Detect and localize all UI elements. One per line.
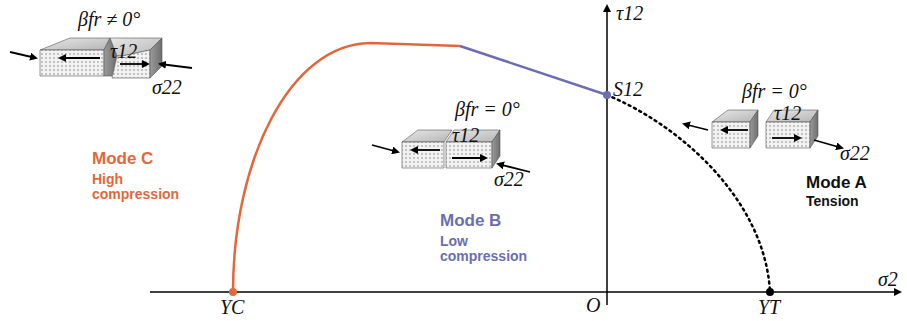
yc-point — [229, 288, 237, 296]
point-label: S12 — [613, 78, 643, 100]
sigma-axis — [150, 291, 900, 293]
mode-b-line — [460, 46, 607, 95]
mode-title: Mode A — [806, 174, 867, 193]
mode-title: Mode B — [440, 212, 501, 231]
mode-c-curve — [233, 43, 460, 292]
mode-description: High compression — [92, 172, 192, 203]
angle-label: βfr ≠ 0° — [78, 8, 140, 30]
mode-description: Tension — [806, 194, 896, 209]
stress-label: τ12 — [774, 102, 801, 124]
mode-title: Mode C — [92, 150, 153, 169]
stress-label: σ22 — [494, 168, 524, 190]
s12-point — [603, 91, 611, 99]
axis-label: τ12 — [616, 2, 643, 24]
stress-label: σ22 — [840, 142, 870, 164]
mode-b-specimen — [372, 130, 530, 172]
angle-label: βfr = 0° — [742, 80, 807, 102]
tau-axis — [606, 6, 608, 305]
point-label: YT — [758, 296, 780, 318]
stress-label: σ22 — [152, 76, 182, 98]
yt-point — [766, 288, 774, 296]
mode-c-specimen — [10, 38, 192, 78]
point-label: YC — [220, 296, 244, 318]
stress-label: τ12 — [110, 40, 137, 62]
mode-description: Low compression — [440, 234, 540, 265]
angle-label: βfr = 0° — [455, 98, 520, 120]
mode-a-curve — [607, 95, 770, 292]
stress-label: τ12 — [452, 124, 479, 146]
origin-label: O — [586, 294, 600, 316]
axis-label: σ2 — [878, 268, 898, 290]
mode-a-specimen — [684, 110, 842, 148]
